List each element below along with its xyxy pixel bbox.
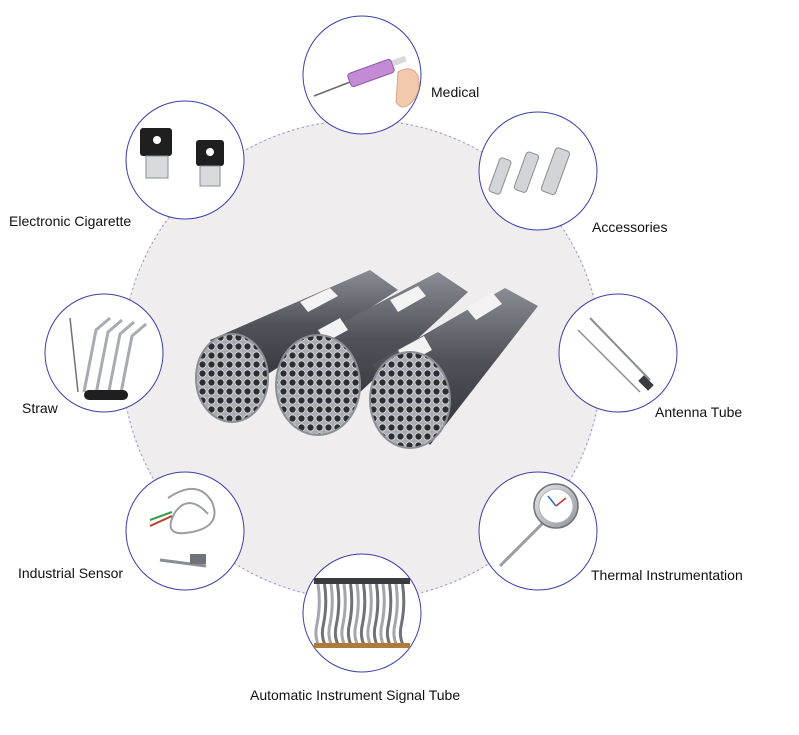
label-straw: Straw: [22, 400, 58, 416]
label-antenna-tube: Antenna Tube: [655, 404, 743, 420]
thermocouple-sensor-icon: [149, 488, 216, 568]
node-medical: [302, 15, 422, 135]
tube-bundles-image: [195, 270, 538, 449]
tube-bundle-middle: [275, 272, 468, 436]
tube-fittings-icon: [488, 147, 571, 196]
node-electronic-cigarette: [125, 100, 245, 220]
flexible-hose-bundle-icon: [314, 578, 410, 648]
tube-bundle-left: [195, 270, 398, 423]
node-thermal-instrumentation: [478, 471, 598, 591]
metal-straws-icon: [69, 316, 147, 400]
bimetal-thermometer-icon: [498, 483, 579, 568]
node-industrial-sensor: [125, 471, 245, 591]
node-antenna-tube: [558, 293, 678, 413]
label-thermal-instrumentation: Thermal Instrumentation: [591, 567, 743, 583]
label-accessories: Accessories: [592, 219, 668, 235]
node-automatic-instrument-signal-tube: [302, 553, 422, 673]
e-cigarette-cartridge-icon: [140, 128, 224, 187]
label-industrial-sensor: Industrial Sensor: [18, 565, 124, 581]
application-nodes: [44, 15, 678, 673]
syringe-icon: [313, 55, 420, 108]
label-automatic-instrument-signal-tube: Automatic Instrument Signal Tube: [250, 687, 461, 703]
node-accessories: [478, 111, 598, 231]
label-electronic-cigarette: Electronic Cigarette: [9, 213, 132, 229]
antenna-rods-icon: [577, 317, 654, 393]
node-straw: [44, 293, 164, 413]
tube-bundle-right: [369, 288, 538, 449]
label-medical: Medical: [431, 84, 480, 100]
